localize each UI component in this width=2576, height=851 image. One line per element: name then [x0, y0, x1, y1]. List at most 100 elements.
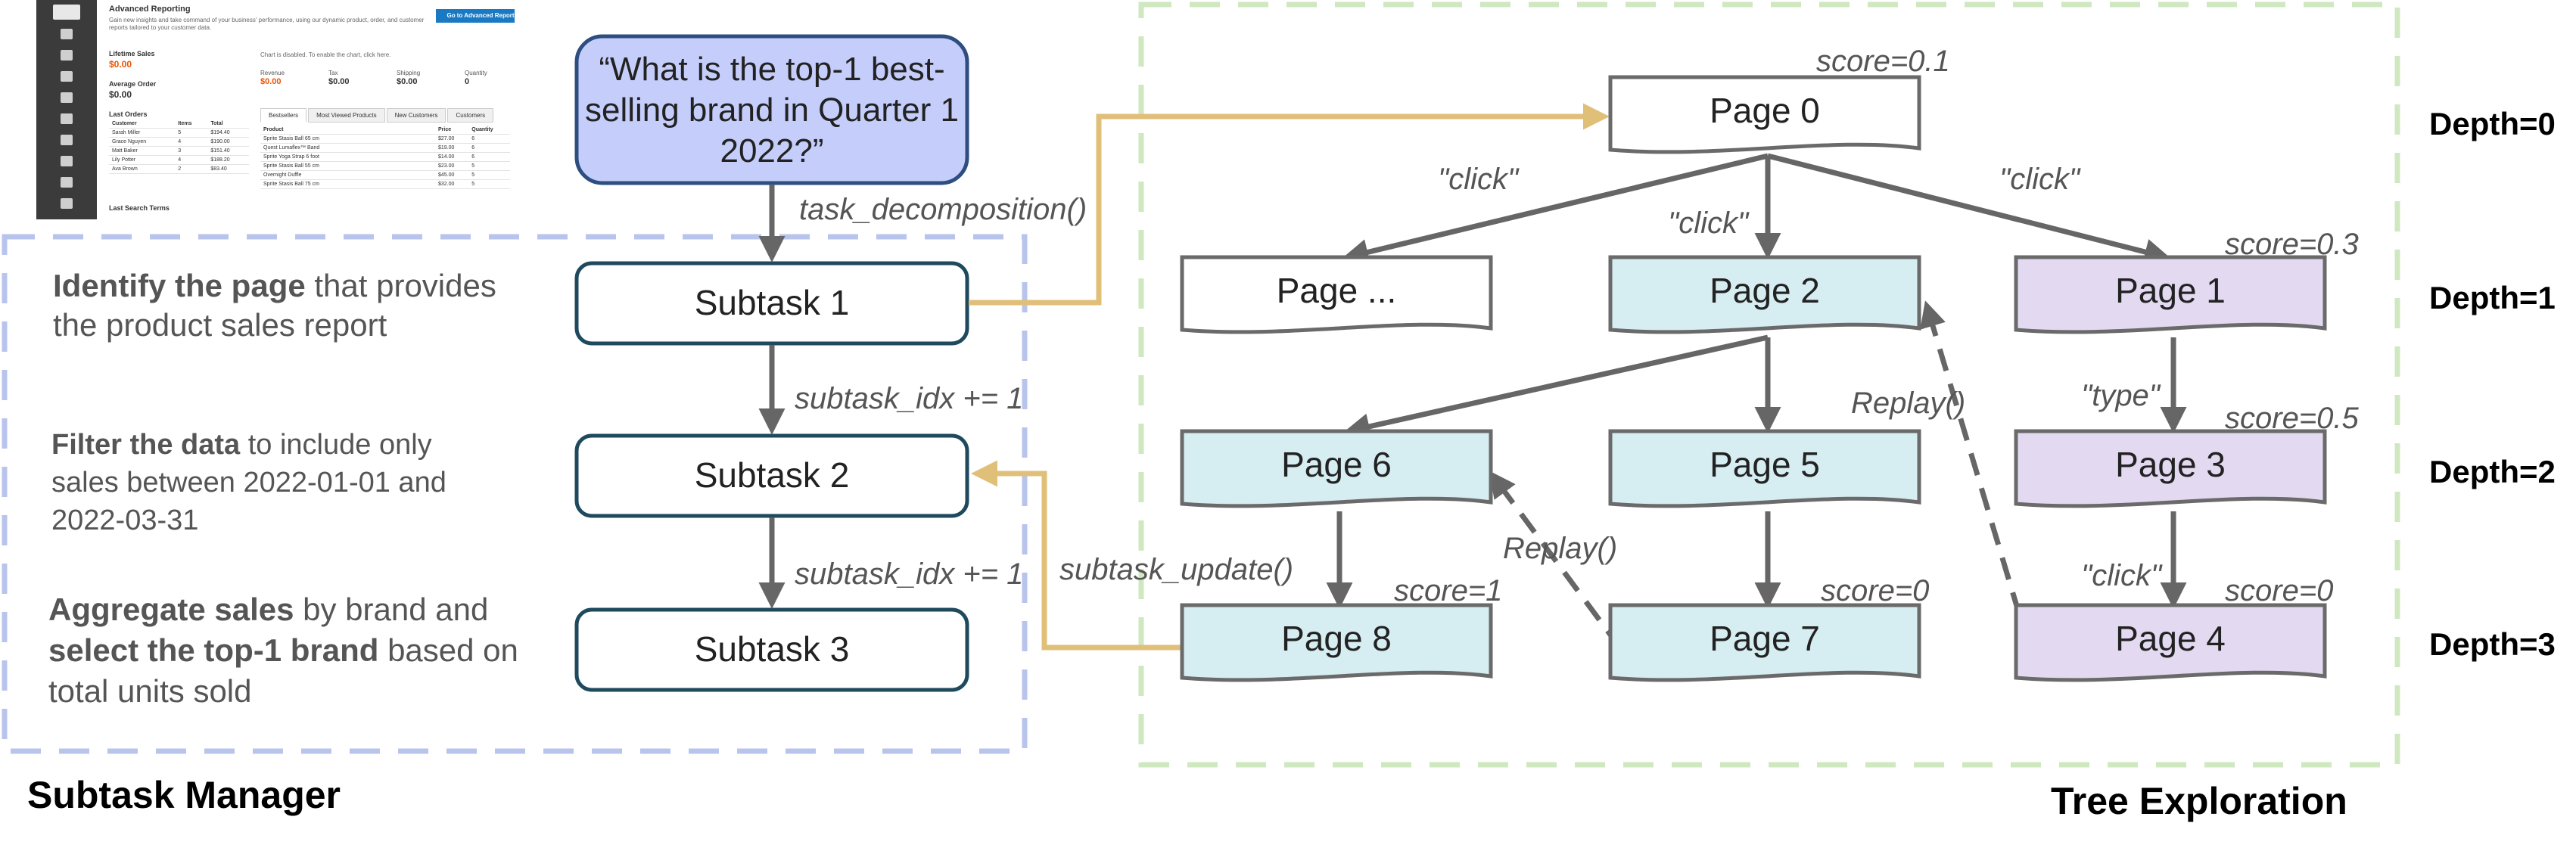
page-node-p4 [2014, 603, 2327, 682]
table-cell: $83.40 [207, 164, 249, 174]
last-search-terms-label: Last Search Terms [109, 204, 170, 212]
table-cell: 6 [468, 152, 510, 162]
subtask-1-to-page-0-connector [969, 103, 1610, 306]
table-cell: 5 [468, 170, 510, 180]
page-node-p5 [1608, 429, 1921, 508]
nav-catalog-icon [36, 71, 97, 82]
page-node-label-p5: Page 5 [1710, 445, 1820, 484]
last-orders-label: Last Orders [109, 110, 148, 118]
table-cell: Overnight Duffle [260, 170, 435, 180]
action-type: "type" [2081, 379, 2161, 412]
table-cell: Sprite Stasis Ball 65 cm [260, 134, 435, 144]
description-text: to include only [240, 429, 432, 461]
subtask-manager-title: Subtask Manager [27, 774, 341, 816]
advanced-reporting-description: Gain new insights and take command of yo… [109, 17, 425, 31]
action-click-middle: "click" [1668, 207, 1750, 240]
table-header-row: Customer Items Total [109, 120, 249, 129]
table-cell: 5 [175, 128, 208, 138]
page-node-label-pdots: Page ... [1277, 271, 1397, 310]
tab-bestsellers[interactable]: Bestsellers [260, 108, 307, 123]
description-text: sales between 2022-01-01 and [51, 467, 446, 498]
subtask-2-label: Subtask 2 [695, 455, 850, 495]
column-header: Product [260, 126, 435, 135]
description-text: that provides [306, 268, 496, 303]
table-cell: $190.00 [207, 137, 249, 147]
table-cell: $45.00 [435, 170, 469, 180]
table-cell: $23.00 [435, 161, 469, 171]
store-logo-icon [53, 5, 80, 20]
table-cell: Lily Potter [109, 155, 176, 165]
subtask-3-description: Aggregate sales by brand and select the t… [48, 592, 518, 709]
subtask-3-label: Subtask 3 [695, 629, 850, 669]
nav-customers-icon [36, 92, 97, 103]
subtask-manager-container [2, 234, 1028, 754]
score-p4: score=0 [2225, 574, 2333, 607]
description-bold-text: Aggregate sales [48, 592, 294, 627]
table-cell: $32.00 [435, 179, 469, 189]
action-click-p4: "click" [2081, 559, 2163, 592]
nav-reports-icon [36, 156, 97, 166]
subtask-1-label: Subtask 1 [695, 283, 850, 322]
average-order-label: Average Order [109, 80, 157, 88]
tab-most-viewed-products[interactable]: Most Viewed Products [308, 108, 385, 123]
column-header: Customer [109, 120, 176, 129]
metric-quantity-label: Quantity [465, 70, 487, 76]
tab-customers[interactable]: Customers [447, 108, 494, 123]
column-header: Quantity [468, 126, 510, 135]
dashboard-screenshot-thumbnail: Advanced Reporting Gain new insights and… [30, 0, 515, 221]
query-box [574, 34, 969, 185]
admin-sidebar [36, 0, 97, 219]
nav-marketing-icon [36, 113, 97, 124]
tree-exploration-title: Tree Exploration [2051, 780, 2347, 822]
table-cell: Sprite Stasis Ball 55 cm [260, 161, 435, 171]
page-node-p8 [1180, 603, 1493, 682]
table-cell: Grace Nguyen [109, 137, 176, 147]
metric-quantity-value: 0 [465, 77, 470, 86]
page-node-p1 [2014, 255, 2327, 334]
description-bold-text: select the top-1 brand [48, 632, 378, 668]
column-header: Price [435, 126, 469, 135]
table-cell: 6 [468, 143, 510, 153]
page-node-label-p4: Page 4 [2115, 619, 2226, 658]
depth-1-label: Depth=1 [2429, 280, 2556, 315]
lifetime-sales-label: Lifetime Sales [109, 50, 155, 57]
table-cell: 5 [468, 179, 510, 189]
replay-edge-p4-p2 [1920, 300, 2033, 651]
metric-shipping-value: $0.00 [397, 77, 418, 86]
metric-revenue-label: Revenue [260, 70, 285, 76]
go-to-advanced-reporting-button[interactable]: Go to Advanced Reporting [436, 9, 515, 23]
page-node-p0 [1608, 75, 1921, 154]
table-cell: 2 [175, 164, 208, 174]
page-node-label-p7: Page 7 [1710, 619, 1820, 658]
tab-new-customers[interactable]: New Customers [386, 108, 446, 123]
description-text: by brand and [294, 592, 488, 627]
query-text-line-1: “What is the top-1 best- [599, 51, 944, 88]
subtask-1-box [574, 261, 969, 346]
subtask-idx-label-2: subtask_idx += 1 [795, 557, 1023, 591]
action-click-left: "click" [1438, 163, 1520, 196]
advanced-reporting-title: Advanced Reporting [109, 5, 191, 14]
replay-label-p7-p6: Replay() [1503, 532, 1617, 565]
tree-exploration-container [1138, 2, 2400, 768]
table-cell: Sarah Miller [109, 128, 176, 138]
score-p7: score=0 [1821, 574, 1929, 607]
table-cell: 3 [175, 146, 208, 156]
metric-revenue-value: $0.00 [260, 77, 282, 86]
table-cell: $14.00 [435, 152, 469, 162]
table-cell: Quest Lumaflex™ Band [260, 143, 435, 153]
score-p8: score=1 [1394, 574, 1502, 607]
table-cell: 4 [175, 155, 208, 165]
